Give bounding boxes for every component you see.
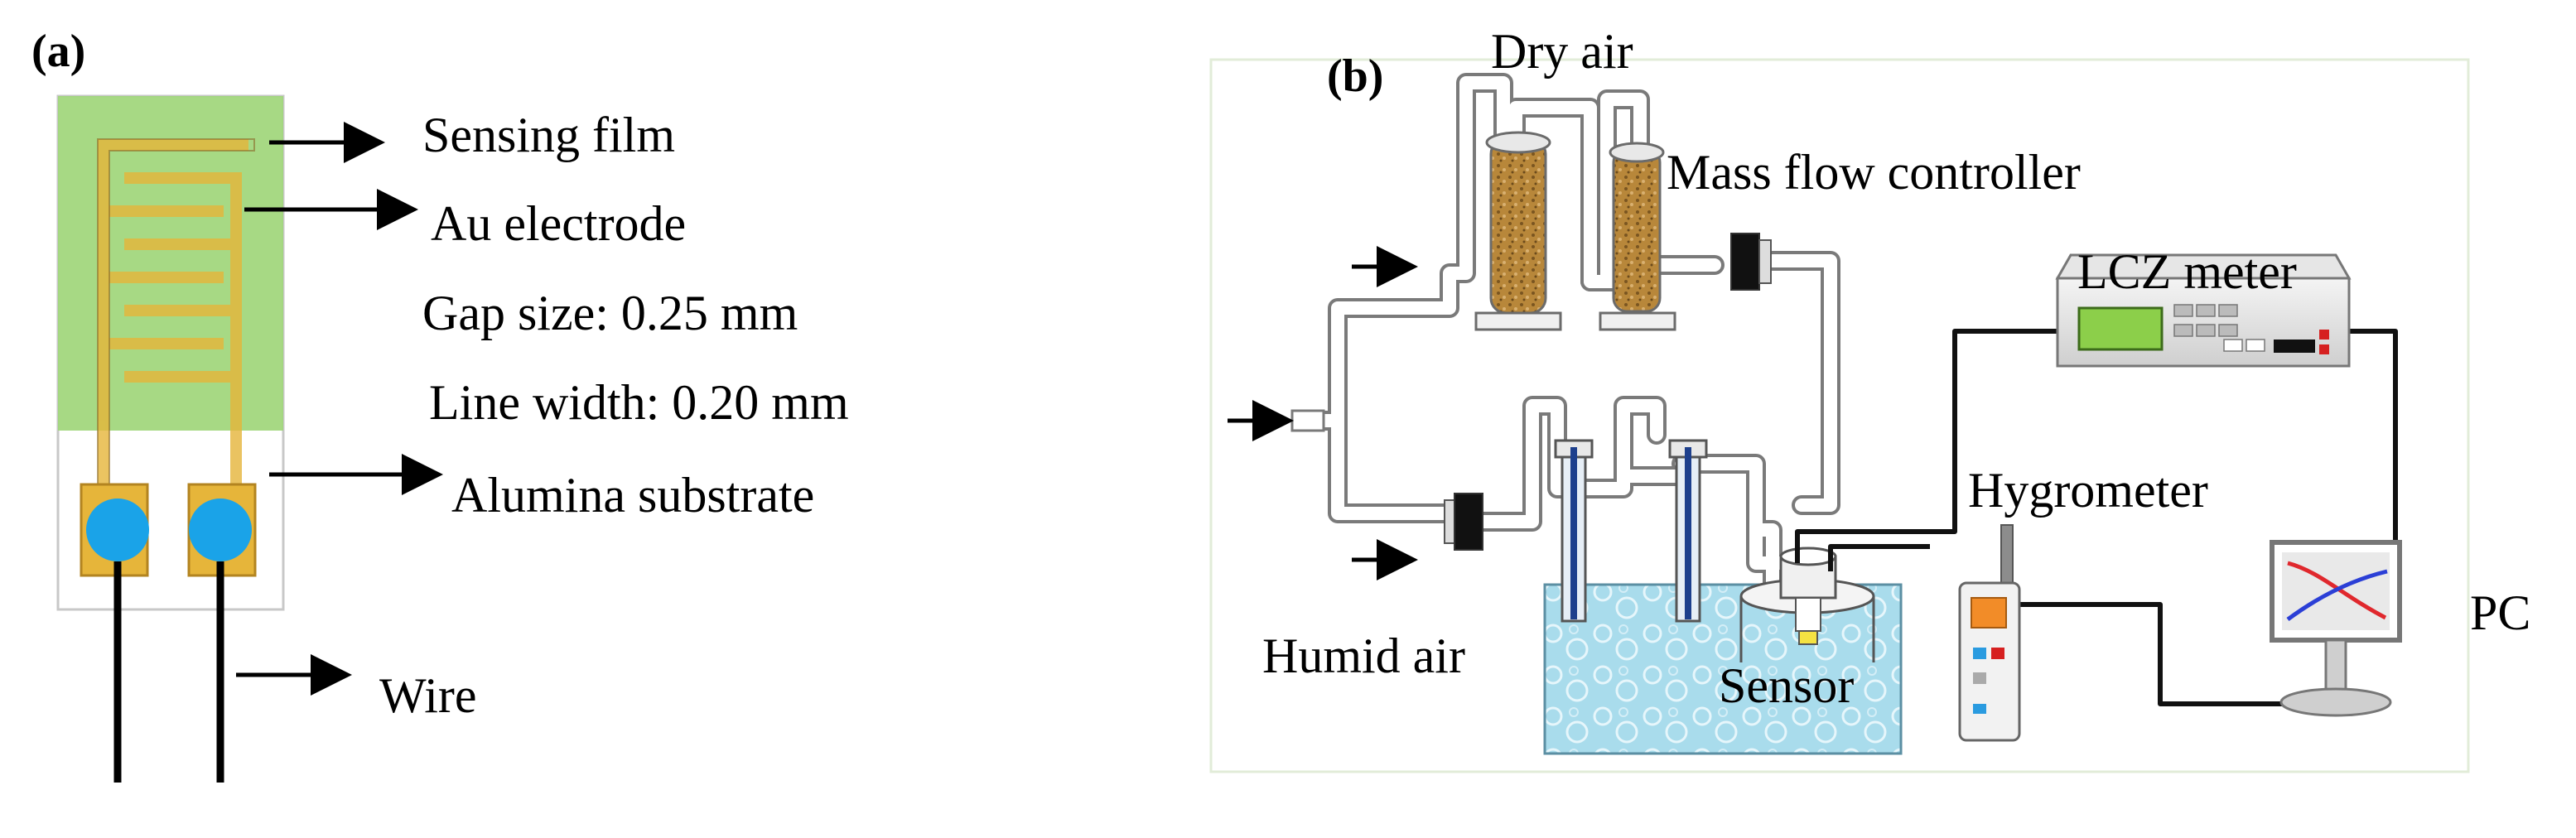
hygrometer-display: [1971, 597, 2007, 628]
electrode-outline: [97, 138, 255, 563]
label-substrate: Alumina substrate: [451, 468, 814, 523]
panel-b-frame: [1209, 58, 2470, 773]
sensor-chamber: [1739, 547, 1875, 662]
pc-monitor: [2270, 540, 2402, 717]
solder-dot-right: [189, 498, 252, 561]
gas-tubing: [1295, 73, 1840, 672]
pc-plot-red-curve: [2287, 561, 2387, 620]
lcz-meter: [2055, 253, 2352, 368]
air-inlet: [1290, 409, 1325, 432]
panel-b: (b): [1209, 24, 2530, 773]
desiccant-column-1: [1474, 131, 1562, 331]
mass-flow-controller-dry: [1730, 233, 1772, 291]
label-dry-air: Dry air: [1491, 24, 1633, 79]
label-sensing-film: Sensing film: [422, 108, 675, 162]
hygrometer: [1958, 524, 2021, 742]
solder-dot-left: [86, 498, 149, 561]
label-mass-flow-controller: Mass flow controller: [1667, 145, 2081, 200]
bubbler-1: [1554, 439, 1594, 623]
desiccant-column-2: [1599, 142, 1676, 331]
pc-plot-blue-curve: [2286, 569, 2388, 622]
label-humid-air: Humid air: [1262, 628, 1465, 683]
electrical-cables: [1795, 329, 2398, 706]
label-line-width: Line width: 0.20 mm: [429, 375, 849, 430]
lcz-meter-display: [2077, 306, 2164, 351]
water-bath: [1543, 583, 1903, 755]
panel-a: (a) Sensin: [31, 26, 849, 783]
label-hygrometer: Hygrometer: [1968, 463, 2208, 518]
mass-flow-controller-humid: [1444, 493, 1483, 551]
label-wire: Wire: [379, 668, 477, 723]
label-lcz-meter: LCZ meter: [2077, 244, 2297, 299]
panel-a-label: (a): [31, 26, 85, 77]
panel-b-label: (b): [1327, 51, 1383, 102]
interdigitated-electrode: [98, 139, 248, 571]
label-sensor: Sensor: [1719, 658, 1854, 713]
bubbler-2: [1668, 439, 1708, 623]
label-gap-size: Gap size: 0.25 mm: [422, 286, 798, 340]
label-pc: PC: [2470, 585, 2530, 640]
label-electrode: Au electrode: [431, 196, 686, 251]
